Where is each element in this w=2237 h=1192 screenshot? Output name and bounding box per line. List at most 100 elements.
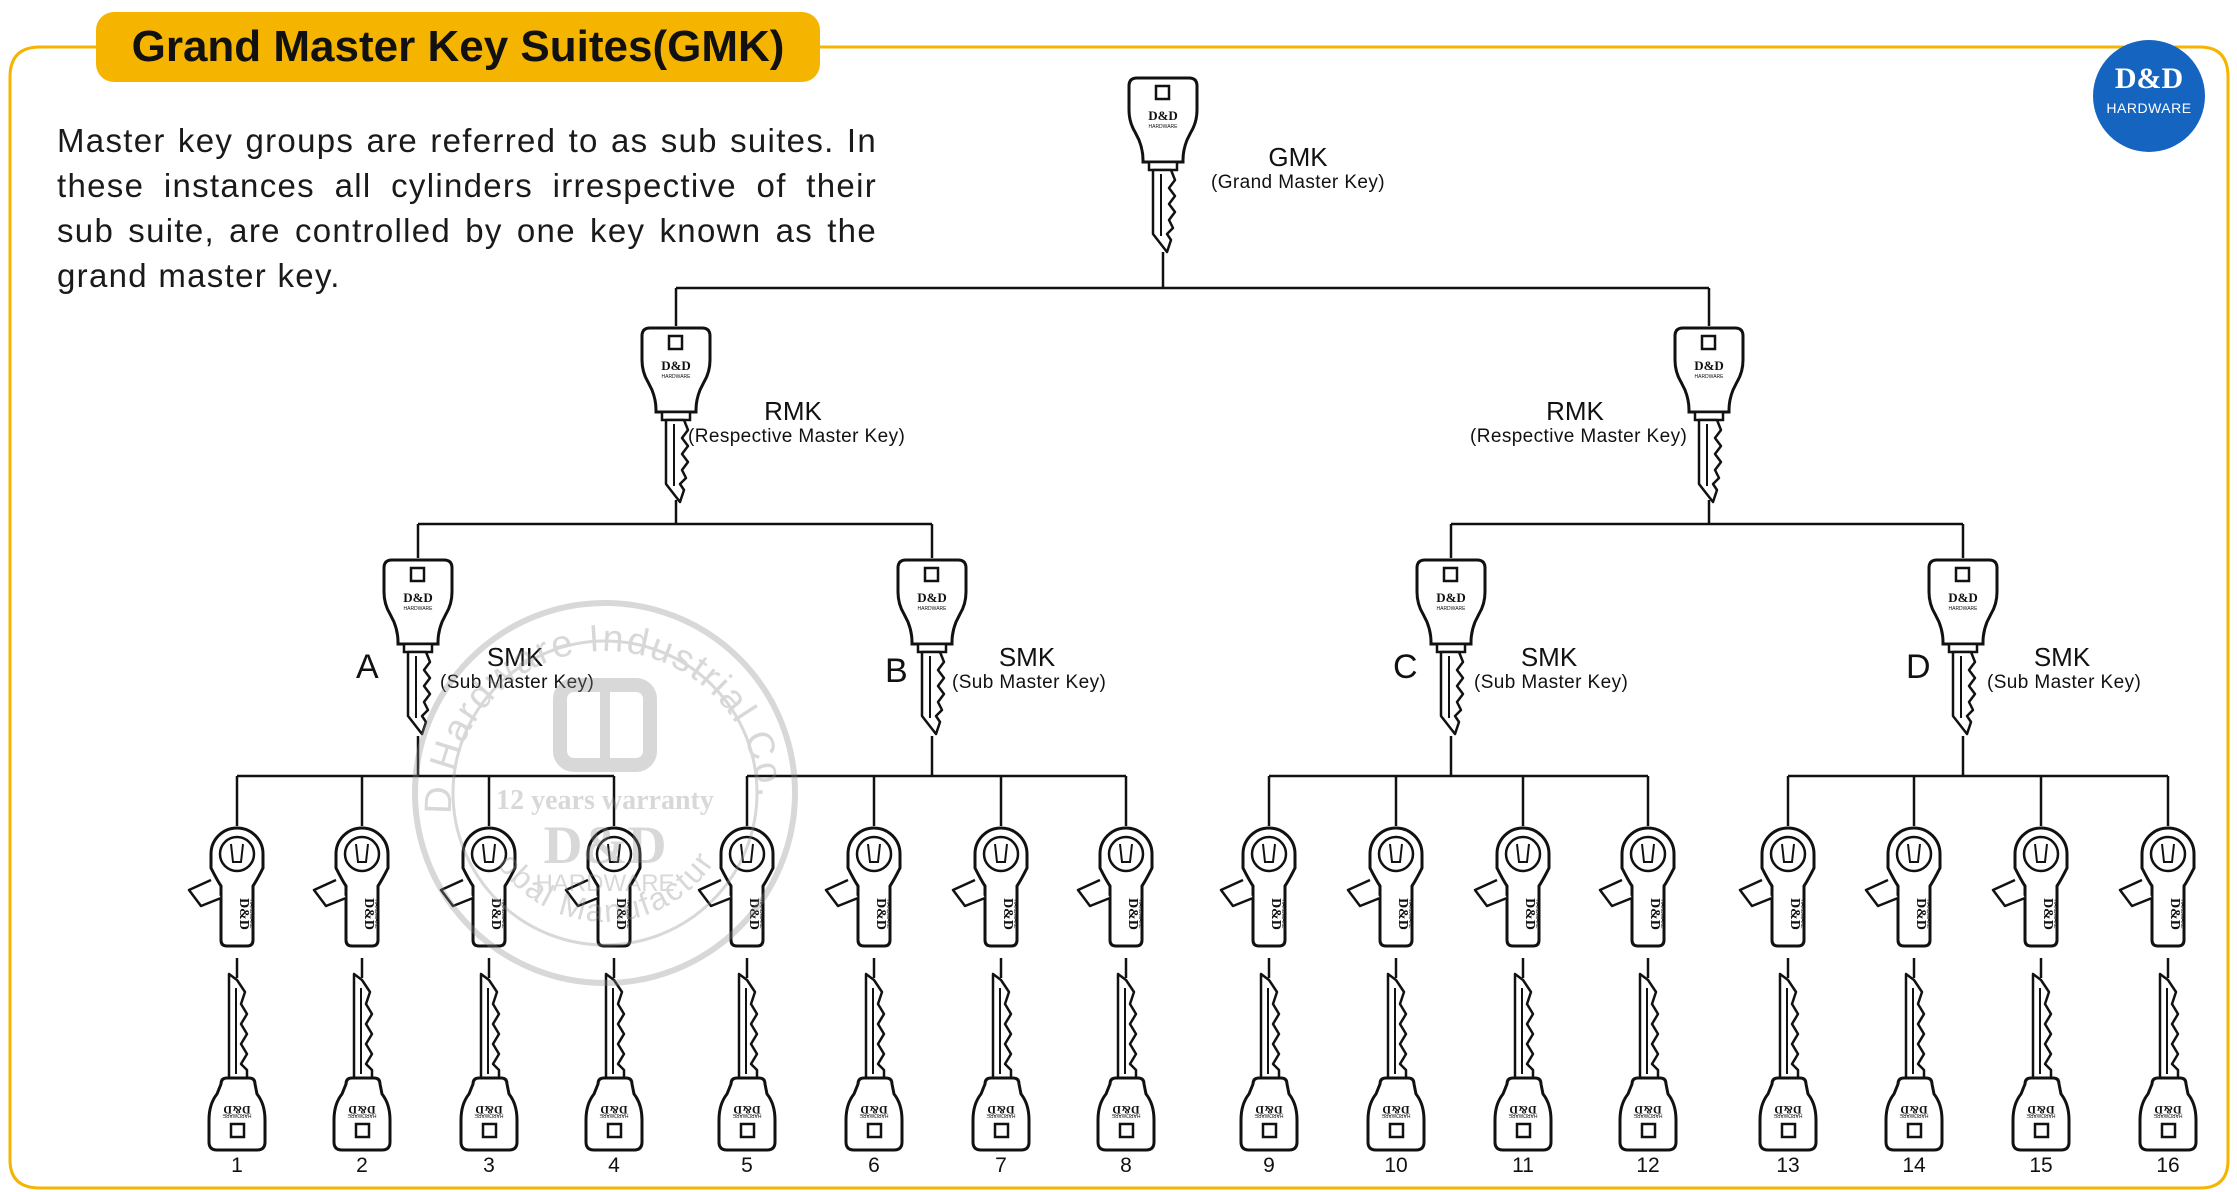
- svg-text:HARDWARE: HARDWARE: [1799, 900, 1805, 930]
- svg-text:HARDWARE: HARDWARE: [1012, 900, 1018, 930]
- svg-text:D&D: D&D: [1255, 1103, 1283, 1117]
- svg-text:D&D: D&D: [600, 1103, 628, 1117]
- svg-text:D&D: D&D: [1913, 898, 1928, 930]
- svg-text:HARDWARE: HARDWARE: [859, 1112, 889, 1118]
- svg-text:D&D: D&D: [917, 590, 947, 605]
- svg-text:D&D: D&D: [1634, 1103, 1662, 1117]
- cylinder-number: 5: [741, 1154, 753, 1177]
- svg-text:D&D: D&D: [1900, 1103, 1928, 1117]
- svg-text:HARDWARE: HARDWARE: [918, 606, 948, 612]
- rmk-label-1: RMK (Respective Master Key): [688, 396, 905, 448]
- group-letter-d: D: [1906, 648, 1931, 686]
- svg-text:D&D: D&D: [1694, 358, 1724, 373]
- svg-text:D&D: D&D: [613, 898, 628, 930]
- smk-abbr-b: SMK: [998, 642, 1056, 672]
- smk-abbr-a: SMK: [486, 642, 544, 672]
- description: Master key groups are referred to as sub…: [57, 122, 877, 294]
- svg-text:D&D: D&D: [2167, 898, 2182, 930]
- svg-text:D&D: D&D: [1774, 1103, 1802, 1117]
- svg-text:HARDWARE: HARDWARE: [222, 1112, 252, 1118]
- svg-text:D&D: D&D: [1000, 898, 1015, 930]
- group-letter-c: C: [1393, 648, 1418, 686]
- page-title: Grand Master Key Suites(GMK): [131, 22, 785, 71]
- cylinder-number: 1: [231, 1154, 243, 1177]
- svg-text:HARDWARE: HARDWARE: [373, 900, 379, 930]
- smk-full-d: (Sub Master Key): [1987, 672, 2142, 693]
- svg-text:HARDWARE: HARDWARE: [1659, 900, 1665, 930]
- svg-text:HARDWARE: HARDWARE: [1254, 1112, 1284, 1118]
- gmk-label: GMK (Grand Master Key): [1188, 142, 1408, 194]
- svg-text:HARDWARE: HARDWARE: [2052, 900, 2058, 930]
- frame-border: [8, 45, 2230, 1190]
- svg-text:D&D: D&D: [361, 898, 376, 930]
- cylinder-number: 10: [1384, 1154, 1408, 1177]
- cylinder-number: 2: [356, 1154, 368, 1177]
- svg-text:HARDWARE: HARDWARE: [2153, 1112, 2183, 1118]
- svg-text:HARDWARE: HARDWARE: [1899, 1112, 1929, 1118]
- svg-text:D&D: D&D: [1268, 898, 1283, 930]
- svg-text:D&D: D&D: [1112, 1103, 1140, 1117]
- svg-text:HARDWARE: HARDWARE: [1773, 1112, 1803, 1118]
- svg-text:D&D: D&D: [860, 1103, 888, 1117]
- title-tab: Grand Master Key Suites(GMK): [96, 12, 820, 82]
- svg-text:HARDWARE: HARDWARE: [2179, 900, 2185, 930]
- svg-text:HARDWARE: HARDWARE: [1508, 1112, 1538, 1118]
- brand-logo: D&D HARDWARE: [2093, 40, 2205, 152]
- cylinder-number: 3: [483, 1154, 495, 1177]
- cylinder-number: 7: [995, 1154, 1007, 1177]
- svg-text:D&D: D&D: [987, 1103, 1015, 1117]
- tree-connectors: [235, 252, 2170, 978]
- rmk-full-2: (Respective Master Key): [1470, 426, 1688, 447]
- svg-text:D&D: D&D: [348, 1103, 376, 1117]
- cylinder-number: 6: [868, 1154, 880, 1177]
- svg-text:D&D: D&D: [1948, 590, 1978, 605]
- svg-text:HARDWARE: HARDWARE: [1437, 606, 1467, 612]
- svg-text:HARDWARE: HARDWARE: [986, 1112, 1016, 1118]
- logo-subtext: HARDWARE: [2106, 100, 2192, 116]
- svg-text:HARDWARE: HARDWARE: [404, 606, 434, 612]
- svg-text:HARDWARE: HARDWARE: [1137, 900, 1143, 930]
- svg-text:HARDWARE: HARDWARE: [1925, 900, 1931, 930]
- svg-text:HARDWARE: HARDWARE: [1149, 124, 1179, 130]
- svg-text:HARDWARE: HARDWARE: [758, 900, 764, 930]
- gmk-full: (Grand Master Key): [1210, 172, 1386, 193]
- svg-text:D&D: D&D: [2040, 898, 2055, 930]
- cylinder-number: 4: [608, 1154, 620, 1177]
- svg-text:D&D: D&D: [661, 358, 691, 373]
- svg-text:D&D: D&D: [746, 898, 761, 930]
- smk-label-d: SMK (Sub Master Key): [1987, 642, 2142, 694]
- svg-text:D&D: D&D: [733, 1103, 761, 1117]
- svg-text:D&D: D&D: [488, 898, 503, 930]
- cylinder-number: 13: [1776, 1154, 1800, 1177]
- smk-label-a: SMK (Sub Master Key): [440, 642, 594, 694]
- smk-abbr-d: SMK: [2033, 642, 2091, 672]
- svg-text:D&D: D&D: [475, 1103, 503, 1117]
- svg-text:D&D: D&D: [2154, 1103, 2182, 1117]
- svg-text:D&D: D&D: [873, 898, 888, 930]
- svg-text:HARDWARE: HARDWARE: [662, 374, 692, 380]
- cylinder-number: 15: [2029, 1154, 2053, 1177]
